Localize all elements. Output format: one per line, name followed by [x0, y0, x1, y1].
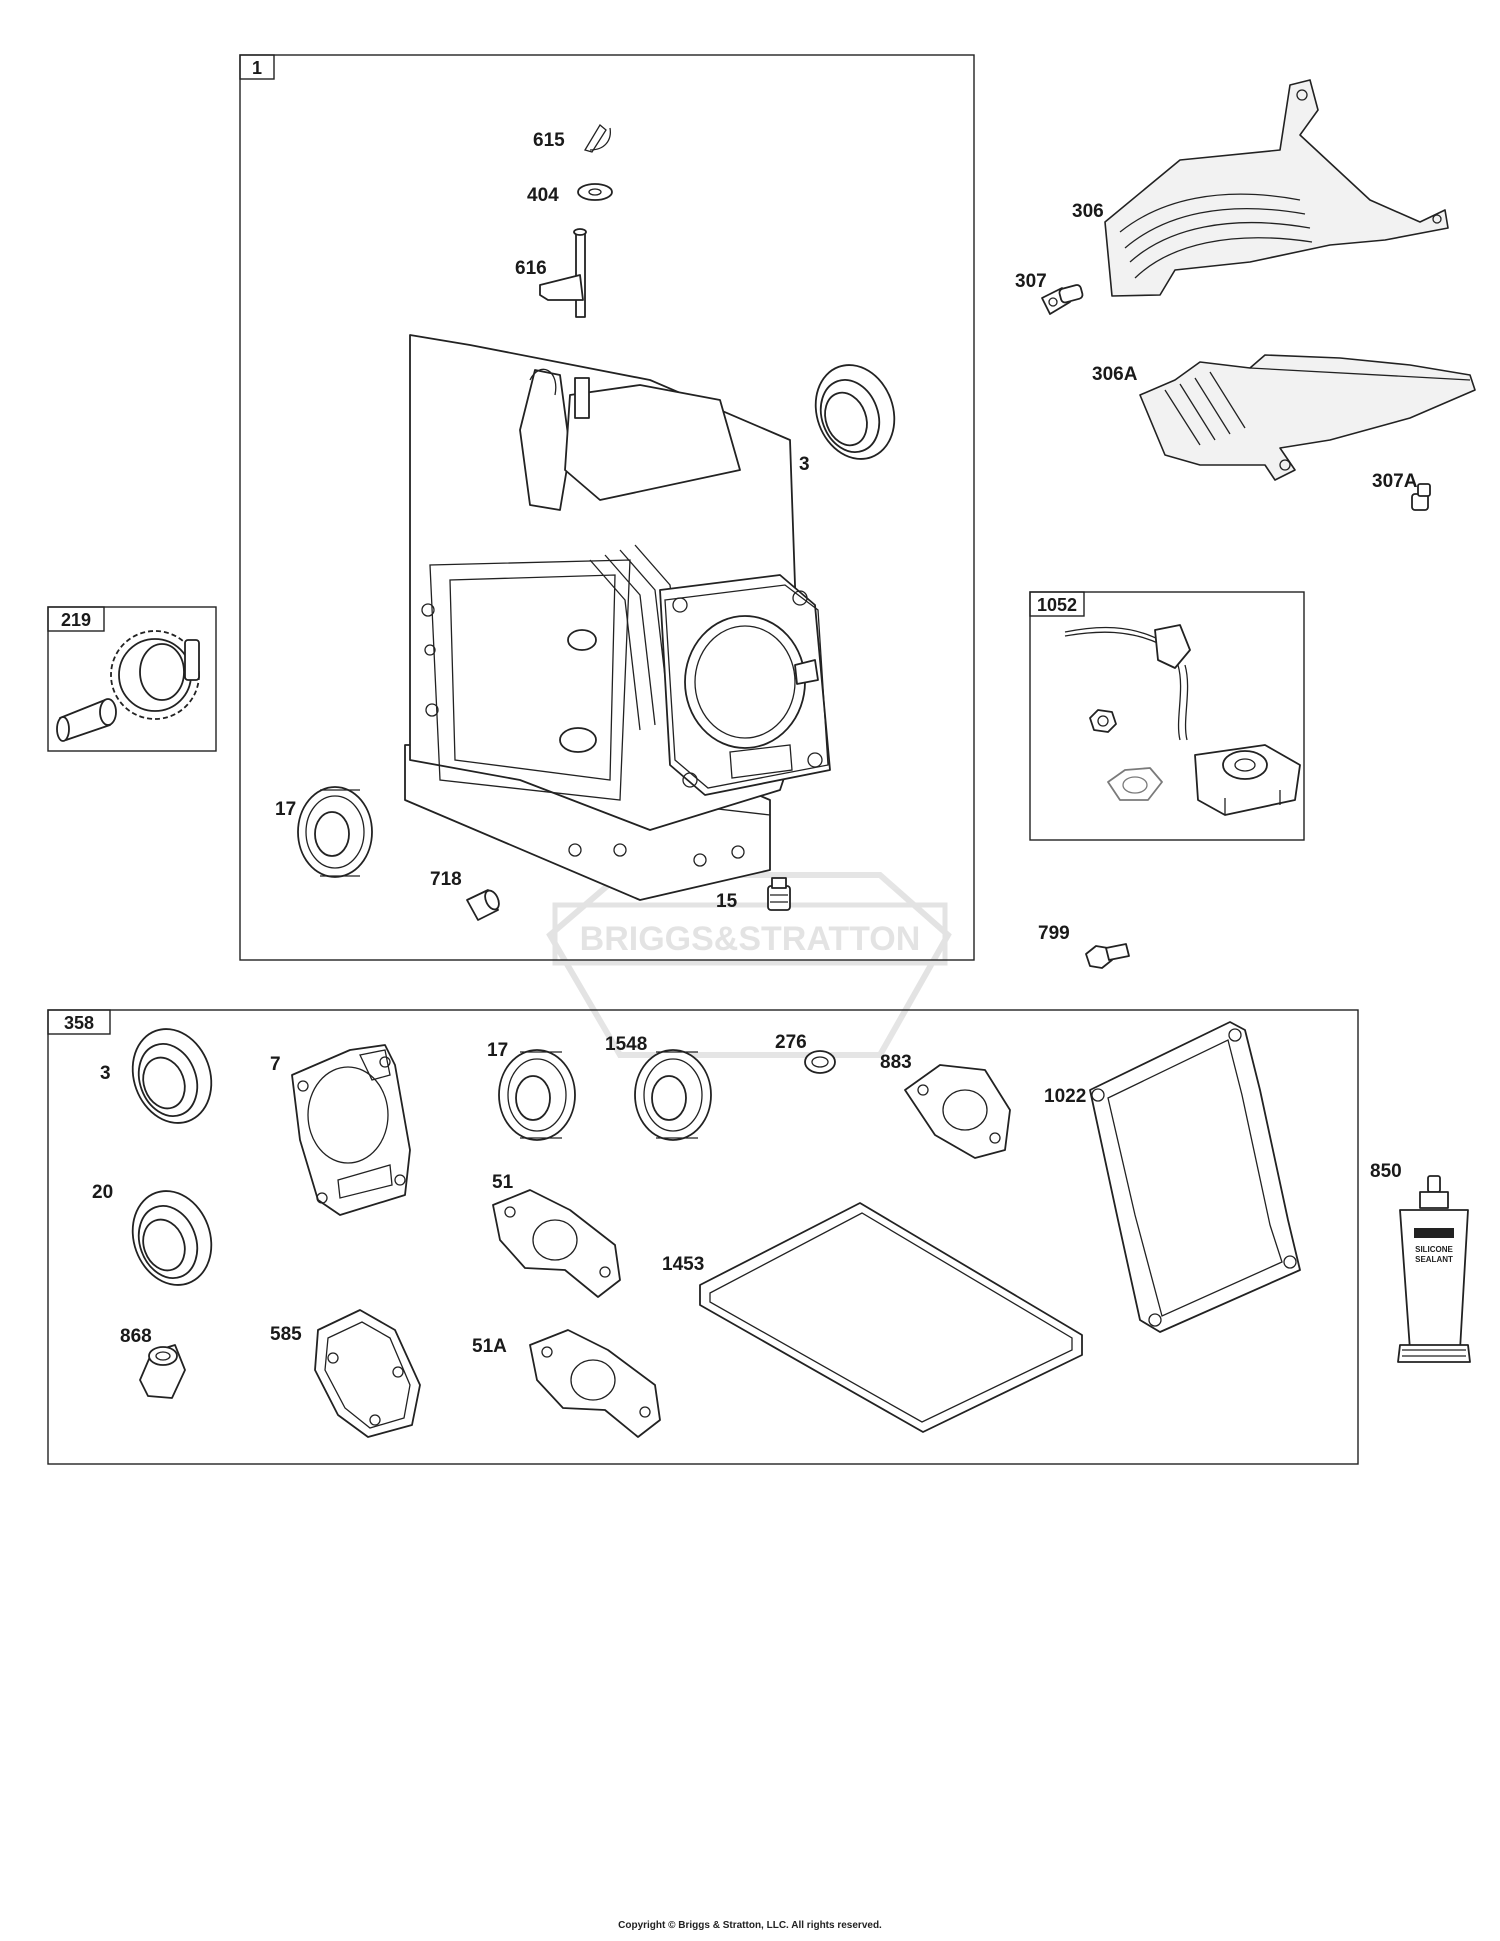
label-15: 15 — [716, 891, 738, 912]
label-868: 868 — [120, 1326, 152, 1347]
label-1022: 1022 — [1044, 1086, 1086, 1107]
label-276: 276 — [775, 1032, 807, 1053]
part-219-gear — [56, 630, 200, 742]
box-219-governor-gear: 219 — [47, 606, 217, 752]
part-404-washer — [577, 183, 613, 201]
part-15-oil-plug — [767, 877, 791, 911]
box-1052-oil-sensor: 1052 — [1029, 591, 1305, 841]
label-307A: 307A — [1372, 471, 1418, 492]
part-307A-bolt — [1411, 483, 1431, 511]
box-358-gasket-set: 358 3 20 868 — [47, 1009, 1359, 1465]
part-585-cover-gasket — [314, 1309, 421, 1438]
box-1-cylinder-assembly: 1 615 404 616 — [239, 54, 975, 961]
box-1-label: 1 — [252, 58, 262, 78]
part-306A-air-guide — [1139, 354, 1476, 481]
part-17-bearing-kit — [498, 1049, 576, 1141]
label-883: 883 — [880, 1052, 912, 1073]
box-358-label: 358 — [64, 1013, 94, 1033]
part-51-gasket — [492, 1189, 621, 1298]
part-850-sealant-tube: SILICONE SEALANT — [1397, 1175, 1471, 1363]
label-17-kit: 17 — [487, 1040, 508, 1061]
part-1453-crankcase-gasket — [699, 1202, 1083, 1433]
watermark-text: BRIGGS&STRATTON — [580, 920, 921, 958]
label-51A: 51A — [472, 1336, 507, 1357]
label-616: 616 — [515, 258, 547, 279]
part-51A-gasket — [529, 1329, 661, 1438]
label-718: 718 — [430, 869, 462, 890]
label-1548: 1548 — [605, 1034, 647, 1055]
box-1052-label: 1052 — [1037, 595, 1077, 615]
label-3-kit: 3 — [100, 1063, 111, 1084]
label-850: 850 — [1370, 1161, 1402, 1182]
part-cylinder-block — [404, 334, 831, 901]
label-799: 799 — [1038, 923, 1070, 944]
part-276-washer — [804, 1050, 836, 1074]
part-1052-nut — [1089, 709, 1117, 733]
part-616-governor-shaft — [539, 228, 587, 318]
part-1052-sensor — [1064, 624, 1301, 816]
part-868-valve-seal — [139, 1344, 186, 1399]
label-306A: 306A — [1092, 364, 1138, 385]
part-799-bolt — [1085, 943, 1130, 969]
part-307-bolt — [1041, 284, 1084, 315]
tube-text-line2: SEALANT — [1415, 1255, 1453, 1264]
tube-text-line1: SILICONE — [1415, 1245, 1453, 1254]
label-1453: 1453 — [662, 1254, 704, 1275]
label-306: 306 — [1072, 201, 1104, 222]
label-615: 615 — [533, 130, 565, 151]
part-17-bearing — [297, 786, 373, 878]
part-7-head-gasket — [291, 1044, 411, 1216]
part-20-seal — [131, 1190, 213, 1286]
copyright-footer: Copyright © Briggs & Stratton, LLC. All … — [618, 1920, 882, 1931]
label-7: 7 — [270, 1054, 281, 1075]
part-1052-fitting — [1107, 767, 1163, 801]
label-404: 404 — [527, 185, 559, 206]
label-307: 307 — [1015, 271, 1047, 292]
label-585: 585 — [270, 1324, 302, 1345]
part-3-oil-seal — [814, 364, 896, 460]
label-51: 51 — [492, 1172, 514, 1193]
part-1548-bearing — [634, 1049, 712, 1141]
box-219-label: 219 — [61, 610, 91, 630]
part-3-seal-kit — [131, 1028, 213, 1124]
part-615-clip — [584, 124, 611, 153]
part-1022-gasket — [1089, 1021, 1301, 1333]
label-3-top: 3 — [799, 454, 810, 475]
part-718-dowel-pin — [466, 889, 500, 921]
brand-watermark: BRIGGS&STRATTON — [546, 872, 952, 1058]
label-17-top: 17 — [275, 799, 296, 820]
part-883-gasket — [904, 1064, 1011, 1159]
label-20: 20 — [92, 1182, 113, 1203]
part-306-air-guide — [1104, 79, 1449, 297]
